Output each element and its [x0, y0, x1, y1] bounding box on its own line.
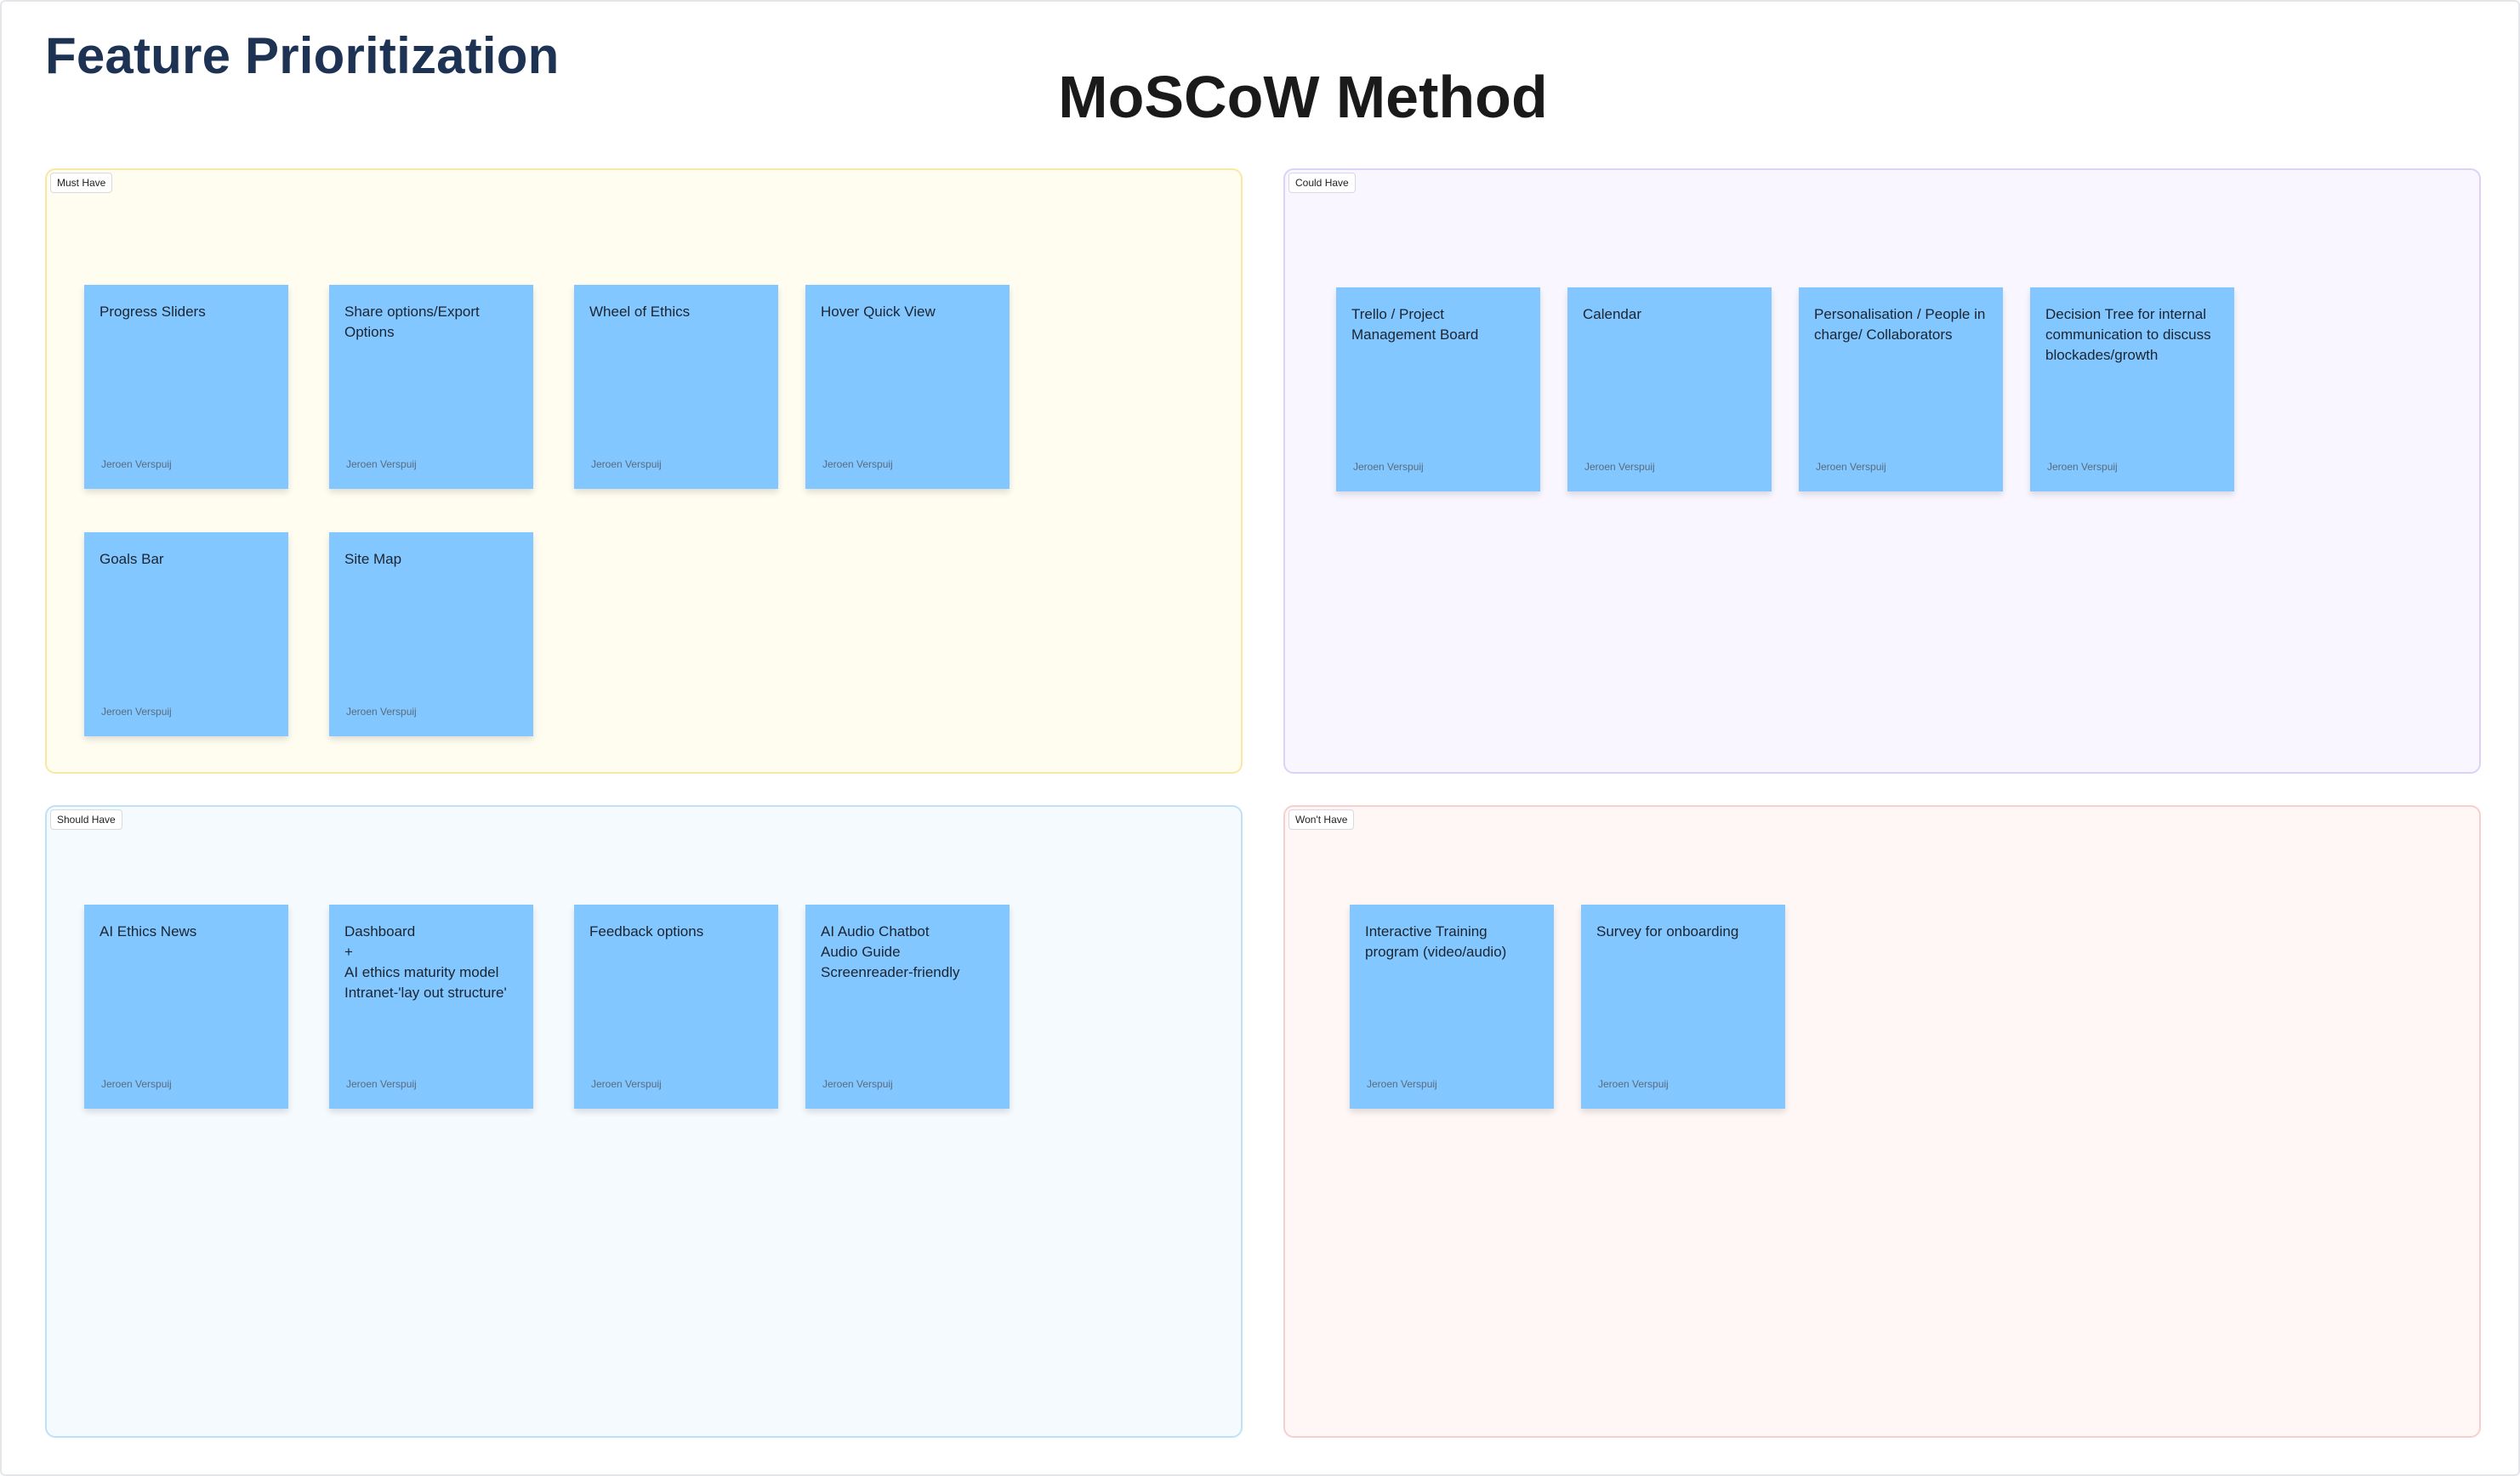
frame-label-could-have[interactable]: Could Have [1288, 173, 1356, 193]
sticky-note-text: Decision Tree for internal communication… [2045, 306, 2211, 363]
sticky-note-author: Jeroen Verspuij [591, 1078, 662, 1090]
sticky-note[interactable]: Survey for onboarding Jeroen Verspuij [1581, 905, 1785, 1109]
sticky-note-text: Goals Bar [100, 551, 164, 567]
frame-could-have[interactable]: Could Have Trello / Project Management B… [1283, 168, 2481, 774]
sticky-note-text: Personalisation / People in charge/ Coll… [1814, 306, 1986, 343]
frame-label-wont-have[interactable]: Won't Have [1288, 809, 1355, 830]
sticky-note-author: Jeroen Verspuij [1584, 461, 1655, 473]
sticky-note-author: Jeroen Verspuij [2047, 461, 2118, 473]
sticky-note-author: Jeroen Verspuij [346, 458, 417, 470]
sticky-note[interactable]: Interactive Training program (video/audi… [1350, 905, 1554, 1109]
sticky-note[interactable]: Wheel of Ethics Jeroen Verspuij [574, 285, 778, 489]
page-title: Feature Prioritization [45, 27, 560, 84]
sticky-note-author: Jeroen Verspuij [822, 1078, 893, 1090]
sticky-note-text: Trello / Project Management Board [1351, 306, 1479, 343]
sticky-note[interactable]: AI Ethics News Jeroen Verspuij [84, 905, 288, 1109]
sticky-note[interactable]: Trello / Project Management Board Jeroen… [1336, 287, 1540, 491]
sticky-note-text: Survey for onboarding [1596, 923, 1739, 940]
sticky-note-text: Progress Sliders [100, 304, 206, 320]
sticky-note-author: Jeroen Verspuij [101, 458, 172, 470]
frame-label-should-have[interactable]: Should Have [50, 809, 122, 830]
sticky-note-text: Site Map [344, 551, 402, 567]
sticky-note[interactable]: Share options/Export Options Jeroen Vers… [329, 285, 533, 489]
sticky-note-text: Wheel of Ethics [589, 304, 691, 320]
sticky-note[interactable]: AI Audio Chatbot Audio Guide Screenreade… [805, 905, 1010, 1109]
sticky-note-author: Jeroen Verspuij [101, 1078, 172, 1090]
sticky-note-author: Jeroen Verspuij [591, 458, 662, 470]
sticky-note[interactable]: Hover Quick View Jeroen Verspuij [805, 285, 1010, 489]
sticky-note-author: Jeroen Verspuij [822, 458, 893, 470]
sticky-note-author: Jeroen Verspuij [346, 1078, 417, 1090]
sticky-note[interactable]: Site Map Jeroen Verspuij [329, 532, 533, 736]
sticky-note-text: Share options/Export Options [344, 304, 480, 340]
sticky-note-author: Jeroen Verspuij [1353, 461, 1424, 473]
sticky-note-text: Dashboard + AI ethics maturity model Int… [344, 923, 507, 1001]
sticky-note-text: Interactive Training program (video/audi… [1365, 923, 1507, 960]
sticky-note-author: Jeroen Verspuij [346, 706, 417, 718]
frame-label-must-have[interactable]: Must Have [50, 173, 113, 193]
sticky-note[interactable]: Dashboard + AI ethics maturity model Int… [329, 905, 533, 1109]
sticky-note-author: Jeroen Verspuij [1598, 1078, 1669, 1090]
sticky-note[interactable]: Progress Sliders Jeroen Verspuij [84, 285, 288, 489]
frame-wont-have[interactable]: Won't Have Interactive Training program … [1283, 805, 2481, 1438]
sticky-note-author: Jeroen Verspuij [101, 706, 172, 718]
sticky-note-text: Feedback options [589, 923, 704, 940]
sticky-note[interactable]: Calendar Jeroen Verspuij [1567, 287, 1772, 491]
sticky-note[interactable]: Feedback options Jeroen Verspuij [574, 905, 778, 1109]
sticky-note-author: Jeroen Verspuij [1816, 461, 1886, 473]
sticky-note-text: AI Ethics News [100, 923, 197, 940]
sticky-note-text: Hover Quick View [821, 304, 936, 320]
frame-must-have[interactable]: Must Have Progress Sliders Jeroen Verspu… [45, 168, 1243, 774]
sticky-note-author: Jeroen Verspuij [1367, 1078, 1437, 1090]
sticky-note[interactable]: Personalisation / People in charge/ Coll… [1799, 287, 2003, 491]
sticky-note-text: AI Audio Chatbot Audio Guide Screenreade… [821, 923, 960, 980]
sticky-note[interactable]: Goals Bar Jeroen Verspuij [84, 532, 288, 736]
sticky-note-text: Calendar [1583, 306, 1641, 322]
sticky-note[interactable]: Decision Tree for internal communication… [2030, 287, 2234, 491]
frame-should-have[interactable]: Should Have AI Ethics News Jeroen Verspu… [45, 805, 1243, 1438]
method-title: MoSCoW Method [1058, 64, 1548, 130]
